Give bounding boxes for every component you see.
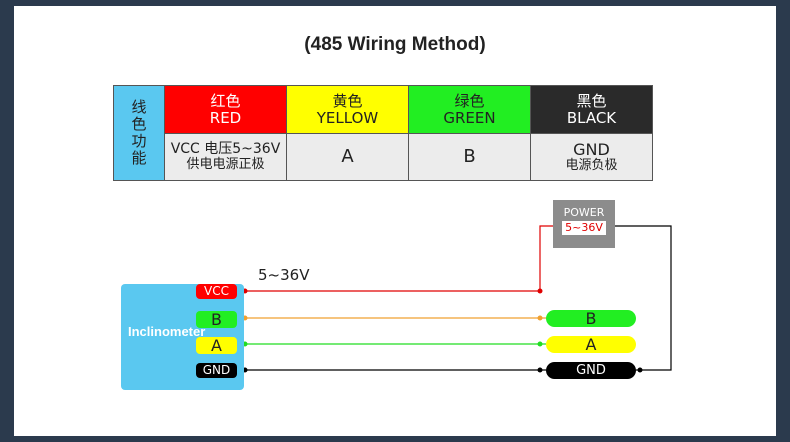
- pin-vcc: VCC: [196, 284, 237, 299]
- header-yellow-cn: 黄色: [332, 92, 363, 110]
- pin-a: A: [196, 337, 237, 354]
- a-wire-end-dot: [537, 341, 543, 347]
- function-black-line1: GND: [573, 140, 610, 160]
- function-green-line1: B: [463, 146, 476, 168]
- power-return-dot: [637, 367, 643, 373]
- function-red-line1: VCC 电压5~36V: [170, 141, 281, 158]
- pin-gnd: GND: [196, 363, 237, 378]
- page-title: (485 Wiring Method): [304, 34, 486, 55]
- header-red-cn: 红色: [210, 92, 241, 110]
- function-header-label: 线色功能: [131, 97, 147, 168]
- header-red-en: RED: [209, 108, 242, 127]
- terminal-a: A: [546, 336, 636, 353]
- power-label: POWER: [563, 206, 605, 219]
- pin-b: B: [196, 311, 237, 328]
- terminal-b: B: [546, 310, 636, 327]
- header-green-en: GREEN: [443, 108, 496, 127]
- vcc-wire-end-dot: [537, 288, 543, 294]
- function-yellow-line1: A: [341, 146, 354, 168]
- gnd-wire-end-dot: [537, 367, 543, 373]
- power-return-wire: [615, 225, 672, 371]
- power-supply-box: POWER 5~36V: [553, 200, 615, 248]
- terminal-gnd: GND: [546, 362, 636, 379]
- function-green: B: [408, 133, 531, 181]
- b-wire-end-dot: [537, 315, 543, 321]
- vcc-wire: [237, 225, 553, 292]
- function-yellow: A: [286, 133, 409, 181]
- power-voltage: 5~36V: [562, 221, 606, 235]
- header-black-en: BLACK: [566, 108, 617, 127]
- header-yellow-en: YELLOW: [316, 108, 379, 127]
- function-black-line2: 电源负极: [565, 157, 618, 173]
- function-red-line2: 供电电源正极: [186, 156, 265, 172]
- header-black-cn: 黑色: [576, 92, 607, 110]
- function-header-cell: 线色功能: [113, 85, 165, 181]
- header-green-cn: 绿色: [454, 92, 485, 110]
- voltage-label: 5~36V: [258, 266, 310, 284]
- inclinometer-label: Inclinometer: [128, 324, 206, 339]
